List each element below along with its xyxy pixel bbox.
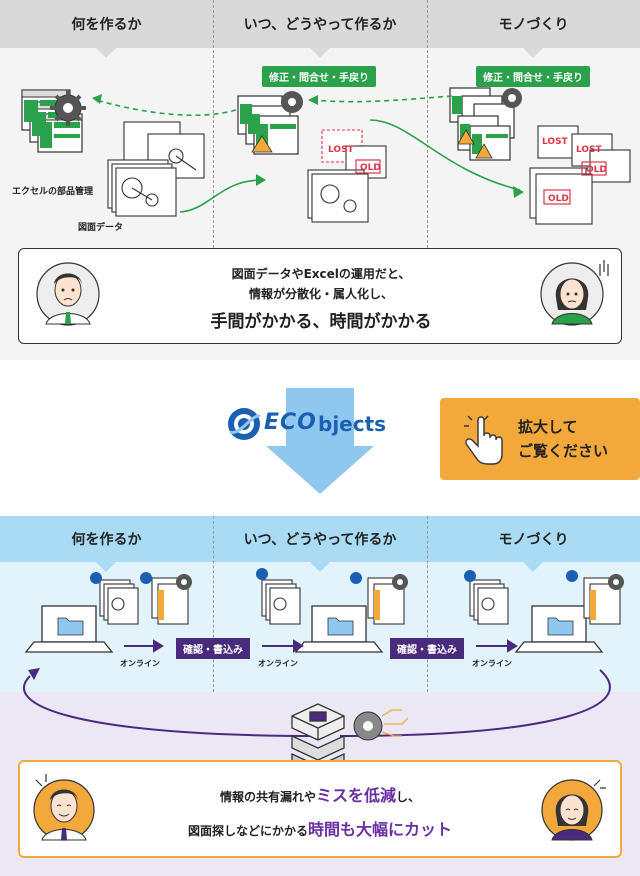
- svg-text:OLD: OLD: [586, 165, 607, 175]
- gear-icon: [281, 91, 303, 113]
- loop-arrow: [23, 675, 321, 737]
- confirm-write-tag: 確認・書込み: [390, 638, 464, 659]
- gear-icon: [502, 88, 522, 108]
- problem-headline: 手間がかかる、時間がかかる: [210, 312, 432, 332]
- online-label: オンライン: [258, 659, 298, 668]
- drawing-caption: 図面データ: [78, 223, 124, 233]
- lost-label: LOST: [328, 145, 355, 155]
- result-message-box: 情報の共有漏れやミスを低減し、 図面探しなどにかかる時間も大幅にカット: [18, 760, 622, 858]
- column-divider: [213, 0, 214, 248]
- logo-mark-icon: [228, 408, 261, 440]
- result-line-2: 図面探しなどにかかる時間も大幅にカット: [20, 816, 620, 840]
- result-highlight-1: ミスを低減: [315, 786, 396, 805]
- folder-icon: [57, 617, 574, 636]
- online-label: オンライン: [472, 659, 512, 668]
- column-divider: [427, 516, 428, 692]
- column-header-manufacturing: モノづくり: [498, 17, 569, 33]
- excel-caption: エクセルの部品管理: [12, 187, 94, 197]
- svg-text:OLD: OLD: [548, 194, 569, 204]
- gear-icon: [353, 711, 383, 741]
- header-notch: [310, 562, 330, 572]
- result-line-1-post: し、: [396, 790, 421, 804]
- excel-sheet-icon: [449, 87, 515, 161]
- gear-icon: [50, 90, 86, 126]
- ecobjects-badge-icon: [90, 568, 578, 584]
- result-line-1: 情報の共有漏れやミスを低減し、: [20, 782, 620, 806]
- flow-arrow: [179, 119, 521, 213]
- zoom-hint-box: 拡大して ご覧ください: [440, 398, 640, 480]
- zoom-hint-line-2: ご覧ください: [518, 442, 609, 460]
- column-header-what: 何を作るか: [71, 17, 142, 33]
- confirm-write-tag: 確認・書込み: [176, 638, 250, 659]
- current-process-header: [0, 0, 640, 48]
- column-header-when-how: いつ、どうやって作るか: [243, 532, 397, 548]
- transition-arrow: [286, 388, 354, 448]
- sheet-highlight: [158, 590, 596, 620]
- column-header-when-how: いつ、どうやって作るか: [243, 17, 397, 33]
- column-divider: [213, 516, 214, 692]
- header-notch: [96, 562, 116, 572]
- online-label: オンライン: [120, 659, 160, 668]
- flow-arrow: [124, 639, 518, 653]
- happy-woman-avatar: [541, 779, 606, 841]
- drawing-document-stack: [107, 121, 205, 217]
- ecobjects-process-header: [0, 516, 640, 562]
- lost-document: [529, 125, 631, 225]
- header-notch: [523, 562, 543, 572]
- drawing-document-stack: [99, 579, 509, 625]
- problem-message-box: 図面データやExcelの運用だと、 情報が分散化・属人化し、 手間がかかる、時間…: [18, 248, 622, 344]
- tap-hand-icon: [464, 415, 503, 465]
- result-highlight-2: 時間も大幅にカット: [308, 820, 453, 839]
- circuit-lines: [381, 709, 409, 737]
- worried-man-avatar: [36, 262, 100, 326]
- excel-sheet-icon: [237, 95, 299, 155]
- result-line-1-pre: 情報の共有漏れや: [219, 790, 316, 804]
- old-label: OLD: [360, 163, 381, 173]
- lost-document: [307, 129, 387, 223]
- transition-arrow-head: [266, 446, 374, 494]
- problem-line-2: 情報が分散化・属人化し、: [248, 287, 393, 301]
- result-line-2-pre: 図面探しなどにかかる: [187, 824, 308, 838]
- ecobjects-process-illustration: [23, 568, 624, 766]
- svg-text:LOST: LOST: [542, 137, 569, 147]
- rework-arrow: [95, 95, 453, 116]
- column-divider: [427, 0, 428, 248]
- header-notch: [96, 48, 116, 58]
- current-process-illustration: LOST OLD LOST LOST OLD OLD: [21, 87, 631, 225]
- zoom-hint-line-1: 拡大して: [518, 418, 578, 436]
- ecobjects-logo: ECO bjects: [226, 404, 426, 448]
- svg-text:LOST: LOST: [576, 145, 603, 155]
- logo-text: bjects: [318, 412, 387, 436]
- column-header-manufacturing: モノづくり: [498, 532, 569, 548]
- happy-man-avatar: [33, 774, 95, 841]
- problem-line-1: 図面データやExcelの運用だと、: [231, 267, 411, 281]
- worried-woman-avatar: [540, 260, 609, 326]
- logo-mark-text: ECO: [264, 410, 317, 435]
- header-notch: [310, 48, 330, 58]
- rework-tag: 修正・問合せ・手戻り: [262, 66, 376, 87]
- header-notch: [523, 48, 543, 58]
- rework-tag: 修正・問合せ・手戻り: [476, 66, 590, 87]
- column-header-what: 何を作るか: [71, 532, 142, 548]
